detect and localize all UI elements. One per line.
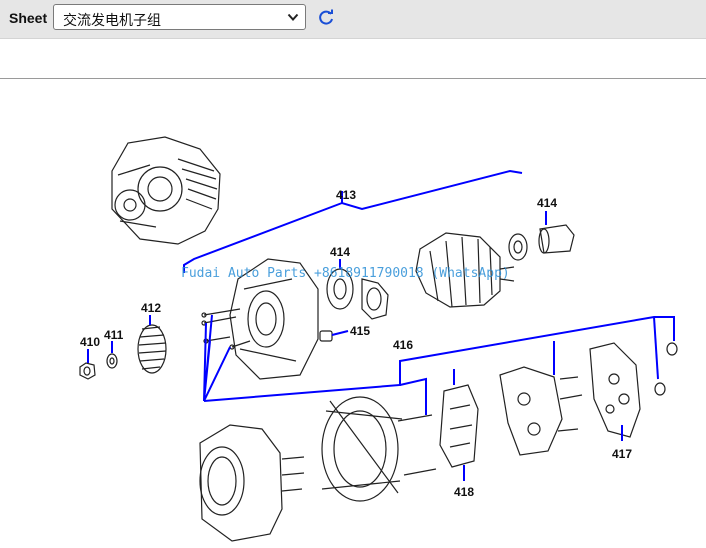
drive-end-bracket	[229, 258, 319, 380]
stator	[321, 396, 403, 502]
callout-414-center[interactable]: 414	[330, 245, 351, 259]
bearing-slip-ring-414	[508, 224, 575, 261]
callout-412[interactable]: 412	[141, 301, 162, 315]
nuts-right	[654, 342, 678, 396]
rectifier-418	[397, 384, 479, 476]
diagram-drawing	[79, 136, 678, 542]
callout-411[interactable]: 411	[104, 328, 124, 342]
pulley-412	[137, 324, 167, 374]
callout-418[interactable]: 418	[454, 485, 475, 499]
callout-413[interactable]: 413	[336, 188, 357, 202]
rotor	[415, 232, 515, 308]
parts-diagram: 410 411 412 413 414 414 415 416 417 418 …	[0, 79, 706, 543]
sheet-select-value: 交流发电机子组	[63, 13, 161, 29]
callout-416[interactable]: 416	[393, 338, 414, 352]
washer-411	[106, 353, 118, 369]
callout-414-right[interactable]: 414	[537, 196, 558, 210]
sheet-select[interactable]: 交流发电机子组	[53, 4, 306, 30]
sheet-label: Sheet	[9, 10, 48, 26]
divider	[0, 78, 706, 79]
retaining-plate	[361, 278, 389, 320]
toolbar: Sheet 交流发电机子组	[0, 0, 706, 39]
rear-cover-417	[589, 342, 641, 438]
refresh-icon[interactable]	[317, 9, 335, 27]
spacer-415	[319, 330, 333, 342]
watermark: Fudai Auto Parts +8618911790018 (WhatsAp…	[181, 266, 510, 281]
chevron-down-icon	[287, 13, 299, 21]
leader-lines	[87, 169, 675, 481]
regulator	[499, 366, 583, 456]
callout-415[interactable]: 415	[350, 324, 371, 338]
housing	[199, 424, 305, 542]
nut-410	[79, 362, 96, 380]
alternator-assembly	[111, 136, 221, 245]
callout-410[interactable]: 410	[80, 335, 101, 349]
callout-417[interactable]: 417	[612, 447, 633, 461]
